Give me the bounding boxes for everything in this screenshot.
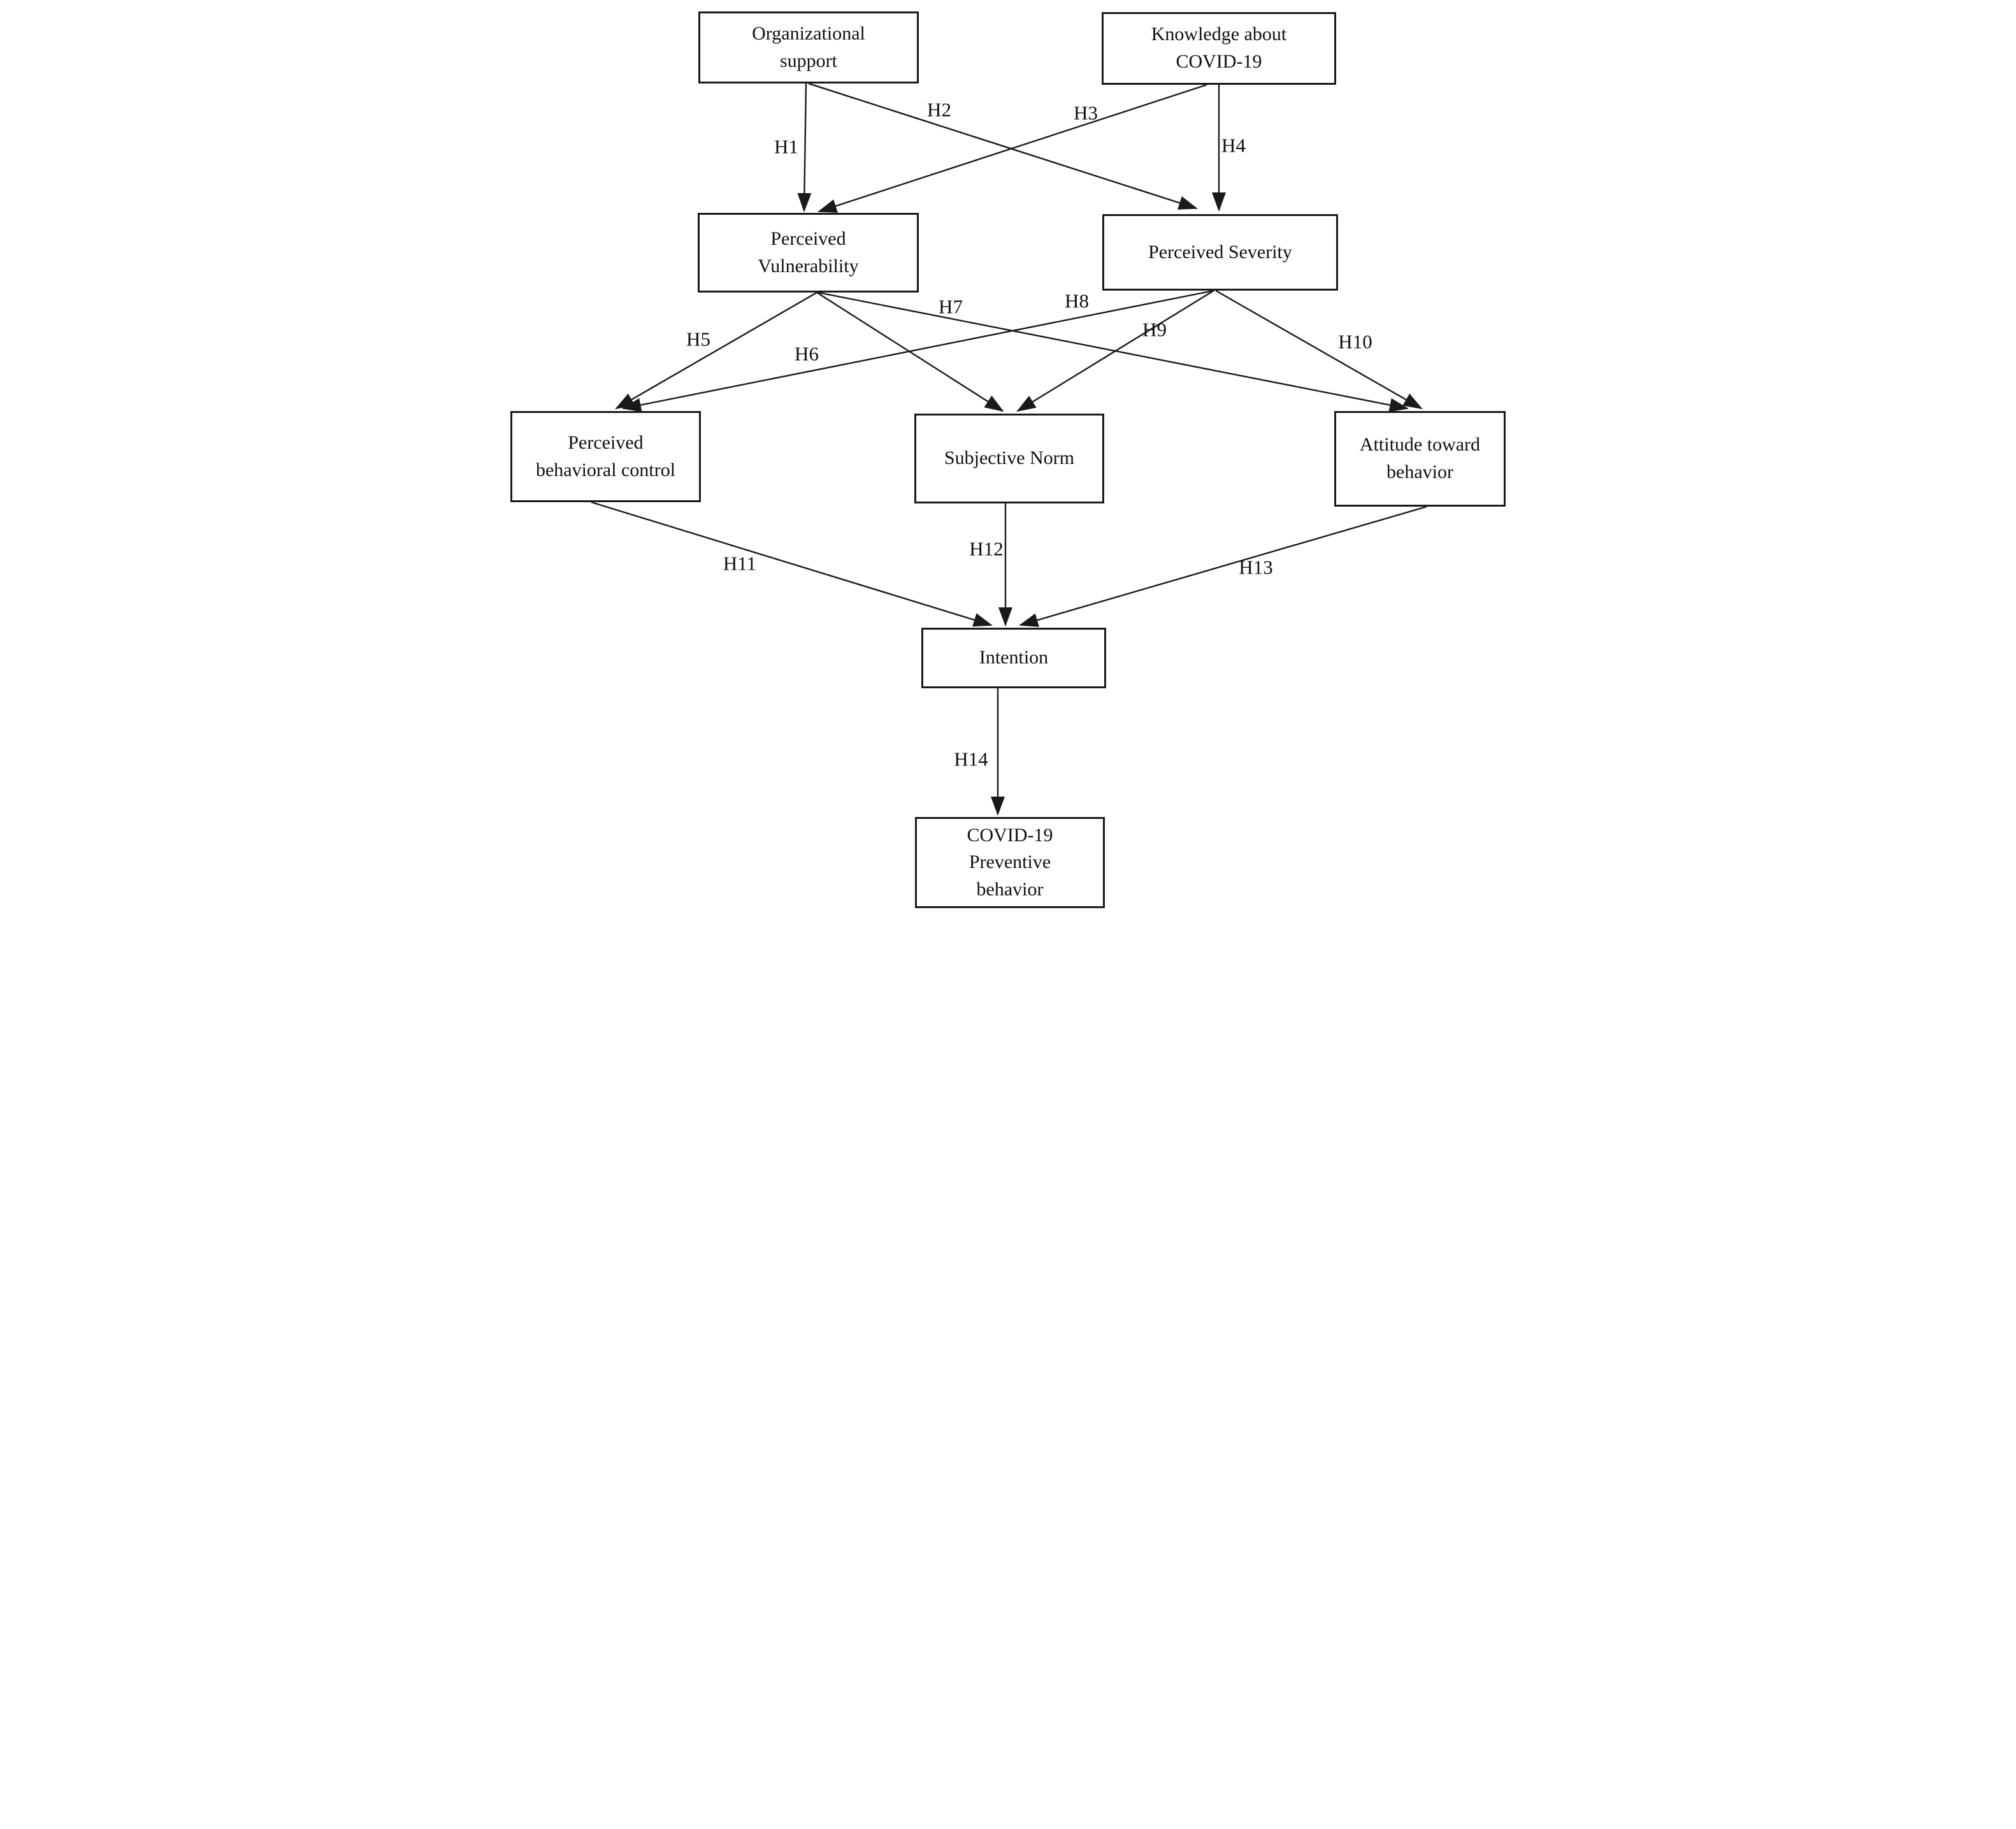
hypothesis-label-h9: H9 bbox=[1142, 318, 1167, 341]
hypothesis-label-h7: H7 bbox=[939, 295, 963, 318]
hypothesis-label-h5: H5 bbox=[686, 328, 710, 351]
hypothesis-label-h1: H1 bbox=[774, 135, 798, 158]
arrow-h8 bbox=[622, 289, 1214, 412]
hypothesis-label-h13: H13 bbox=[1239, 556, 1273, 579]
hypothesis-label-h3: H3 bbox=[1074, 101, 1098, 124]
arrow-h5 bbox=[615, 291, 817, 410]
node-perceived-severity: Perceived Severity bbox=[1102, 214, 1338, 291]
hypothesis-label-h6: H6 bbox=[795, 342, 819, 365]
node-organizational-support: Organizational support bbox=[698, 11, 919, 83]
diagram-edges-canvas bbox=[591, 82, 1427, 816]
hypothesis-label-h12: H12 bbox=[969, 537, 1004, 560]
hypothesis-label-h8: H8 bbox=[1065, 289, 1089, 312]
hypothesis-label-h10: H10 bbox=[1338, 330, 1372, 353]
arrow-h13 bbox=[1019, 505, 1427, 627]
hypothesis-label-h2: H2 bbox=[927, 98, 951, 121]
arrow-h7 bbox=[817, 291, 1409, 412]
arrow-h10 bbox=[1215, 289, 1423, 410]
node-attitude-toward-behavior: Attitude toward behavior bbox=[1334, 411, 1506, 507]
hypothesis-label-h11: H11 bbox=[723, 552, 757, 575]
node-perceived-vulnerability: Perceived Vulnerability bbox=[698, 213, 919, 293]
arrow-h9 bbox=[1016, 289, 1214, 412]
hypothesis-model-diagram: Organizational support Knowledge about C… bbox=[504, 0, 1512, 914]
node-subjective-norm: Subjective Norm bbox=[914, 414, 1104, 503]
node-knowledge-about-covid19: Knowledge about COVID-19 bbox=[1102, 12, 1336, 85]
arrow-h3 bbox=[817, 83, 1207, 213]
arrow-h1 bbox=[797, 83, 812, 212]
node-perceived-behavioral-control: Perceived behavioral control bbox=[510, 411, 701, 502]
node-covid19-preventive-behavior: COVID-19 Preventive behavior bbox=[915, 817, 1105, 908]
arrow-h11 bbox=[591, 501, 993, 627]
arrow-h2 bbox=[808, 82, 1198, 210]
hypothesis-label-h14: H14 bbox=[954, 748, 988, 770]
node-intention: Intention bbox=[921, 628, 1106, 688]
hypothesis-label-h4: H4 bbox=[1221, 134, 1246, 157]
